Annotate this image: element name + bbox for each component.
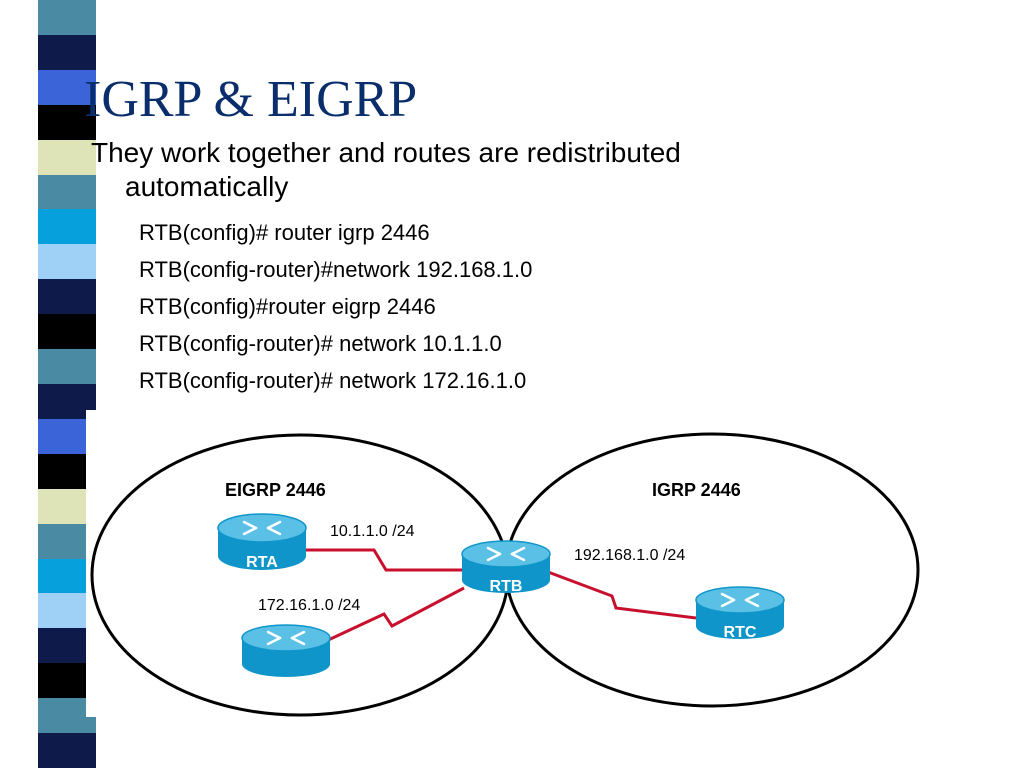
router-label-rta: RTA (246, 554, 278, 571)
link-rta-rtb (304, 548, 470, 572)
router-arrows-icon (486, 546, 526, 562)
strip-block (38, 174, 96, 210)
strip-block (38, 209, 96, 245)
link-router4-rtb (323, 586, 465, 644)
strip-block (38, 349, 96, 384)
router-arrows-icon (242, 520, 282, 536)
main-bullet-line-2: automatically (125, 171, 289, 202)
igrp-domain-boundary (504, 432, 920, 708)
command-line: RTB(config)#router eigrp 2446 (139, 294, 436, 319)
router-label-rtb: RTB (490, 578, 523, 595)
command-line: RTB(config-router)# network 10.1.1.0 (139, 331, 502, 356)
eigrp-domain-label: EIGRP 2446 (225, 480, 326, 500)
strip-block (38, 733, 96, 768)
router-label-rtc: RTC (724, 624, 757, 641)
main-bullet: They work together and routes are redist… (91, 136, 891, 204)
main-bullet-line-1: They work together and routes are redist… (91, 137, 681, 168)
strip-block (38, 34, 96, 70)
strip-block (38, 69, 96, 105)
strip-block (38, 104, 96, 140)
strip-block (38, 314, 96, 350)
link-rtb-rtc (547, 570, 697, 620)
strip-block (38, 139, 96, 175)
link-label-rta-rtb: 10.1.1.0 /24 (330, 523, 415, 540)
strip-block (38, 0, 96, 35)
link-label-router4-rtb: 172.16.1.0 /24 (258, 597, 360, 614)
command-line: RTB(config-router)# network 172.16.1.0 (139, 368, 527, 393)
strip-block (38, 244, 96, 280)
router-arrows-icon (266, 630, 306, 646)
router-arrows-icon (720, 592, 760, 608)
slide-title: IGRP & EIGRP (84, 71, 418, 128)
router-unlabeled (241, 624, 331, 677)
igrp-domain-label: IGRP 2446 (652, 480, 741, 500)
strip-block (38, 279, 96, 315)
command-line: RTB(config)# router igrp 2446 (139, 220, 430, 245)
link-label-rtb-rtc: 192.168.1.0 /24 (574, 547, 685, 564)
command-line: RTB(config-router)#network 192.168.1.0 (139, 257, 533, 282)
command-list: RTB(config)# router igrp 2446 RTB(config… (139, 214, 532, 399)
network-diagram: EIGRP 2446 IGRP 2446 10.1.1.0 /24 172.16… (86, 410, 946, 717)
router-rtc: RTC (695, 586, 785, 641)
router-rta: RTA (217, 513, 307, 571)
router-rtb: RTB (461, 540, 551, 595)
